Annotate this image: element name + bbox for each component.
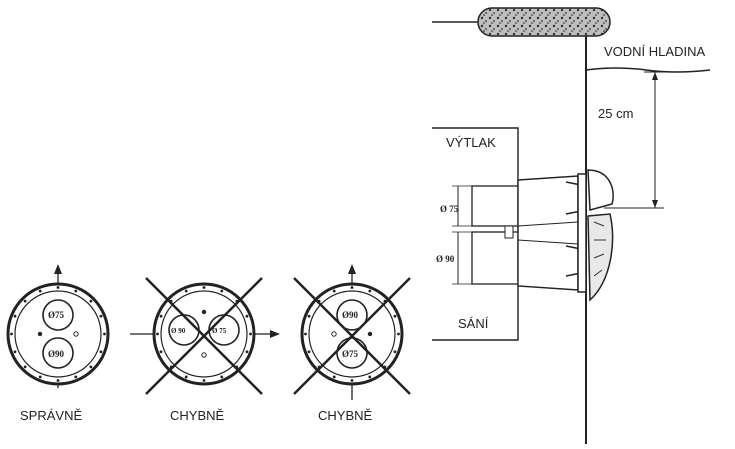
flange-bolt (184, 375, 188, 379)
flange-bolt (159, 350, 163, 354)
flange-bolt (89, 365, 93, 369)
pipe-connector (504, 225, 514, 239)
flange-bolt (56, 379, 60, 382)
flange-bolt (23, 365, 27, 369)
inlet-label: SÁNÍ (458, 316, 489, 331)
outlet-label: VÝTLAK (446, 135, 496, 150)
water-surface (585, 67, 711, 73)
arrow-right-icon (270, 330, 280, 338)
flange-bolt (13, 314, 17, 318)
flange-bolt (156, 332, 159, 336)
arrow-up-icon (348, 264, 356, 274)
flange-bolt (350, 286, 354, 289)
flange-bolt (103, 332, 106, 336)
flange-bolt (56, 286, 60, 289)
wrong1-left-label: Ø 90 (171, 327, 186, 335)
depth-label: 25 cm (598, 106, 633, 121)
water-level-label: VODNÍ HLADINA (604, 44, 705, 59)
flange-teeth (565, 173, 587, 293)
nozzle-body (517, 175, 579, 291)
flange-bolt (304, 332, 307, 336)
flange-bolt (245, 314, 249, 318)
wrong2-bottom-label: Ø75 (342, 349, 359, 359)
flange-bolt (368, 375, 372, 379)
flange-bolt (99, 314, 103, 318)
flange-bolt (245, 350, 249, 354)
outlet-pipe (471, 185, 519, 227)
wall-fitting-lower (587, 213, 614, 302)
caption-correct: SPRÁVNĚ (20, 408, 82, 423)
flange-bolt (99, 350, 103, 354)
flange-bolt (220, 375, 224, 379)
flange-bolt (249, 332, 252, 336)
flange-bolt (74, 375, 78, 379)
flange-bolt (13, 350, 17, 354)
wall-fitting (587, 169, 614, 211)
flange-bolt (202, 286, 206, 289)
caption-wrong-1: CHYBNĚ (170, 408, 225, 423)
side-section: VODNÍ HLADINA 25 cm VÝTLAK SÁNÍ Ø 75 Ø 9… (432, 7, 711, 444)
arrow-up-icon (652, 72, 658, 80)
flange-bolt (350, 379, 354, 382)
arrow-down-icon (652, 200, 658, 208)
flange-bolt (393, 350, 397, 354)
correct-top-label: Ø75 (48, 310, 65, 320)
flange-bolt (368, 289, 372, 293)
flange-bolt (202, 379, 206, 382)
arrow-up-icon (54, 264, 62, 274)
front-view-wrong-inverted: Ø90 Ø75 CHYBNĚ (293, 264, 411, 423)
inlet-pipe (471, 231, 519, 285)
flange-bolt (23, 299, 27, 303)
correct-bottom-label: Ø90 (48, 349, 65, 359)
flange-bolt (184, 289, 188, 293)
wrong1-right-label: Ø 75 (212, 327, 227, 335)
gravel-block (477, 7, 611, 37)
flange-bolt (220, 289, 224, 293)
outlet-dia-label: Ø 75 (440, 204, 459, 214)
flange-bolt (393, 314, 397, 318)
flange-bolt (397, 332, 400, 336)
flange-bolt (38, 375, 42, 379)
flange-bolt (38, 289, 42, 293)
flange-bolt (332, 289, 336, 293)
flange-bolt (307, 350, 311, 354)
inlet-dia-label: Ø 90 (436, 254, 455, 264)
flange-bolt (332, 375, 336, 379)
flange-bolt (10, 332, 13, 336)
flange-bolt (159, 314, 163, 318)
flange-bolt (74, 289, 78, 293)
front-view-correct: Ø75 Ø90 SPRÁVNĚ (6, 264, 110, 423)
flange-bolt (307, 314, 311, 318)
wrong2-top-label: Ø90 (342, 310, 359, 320)
caption-wrong-2: CHYBNĚ (318, 408, 373, 423)
front-view-wrong-horizontal: Ø 90 Ø 75 CHYBNĚ (130, 277, 280, 423)
flange-bolt (89, 299, 93, 303)
